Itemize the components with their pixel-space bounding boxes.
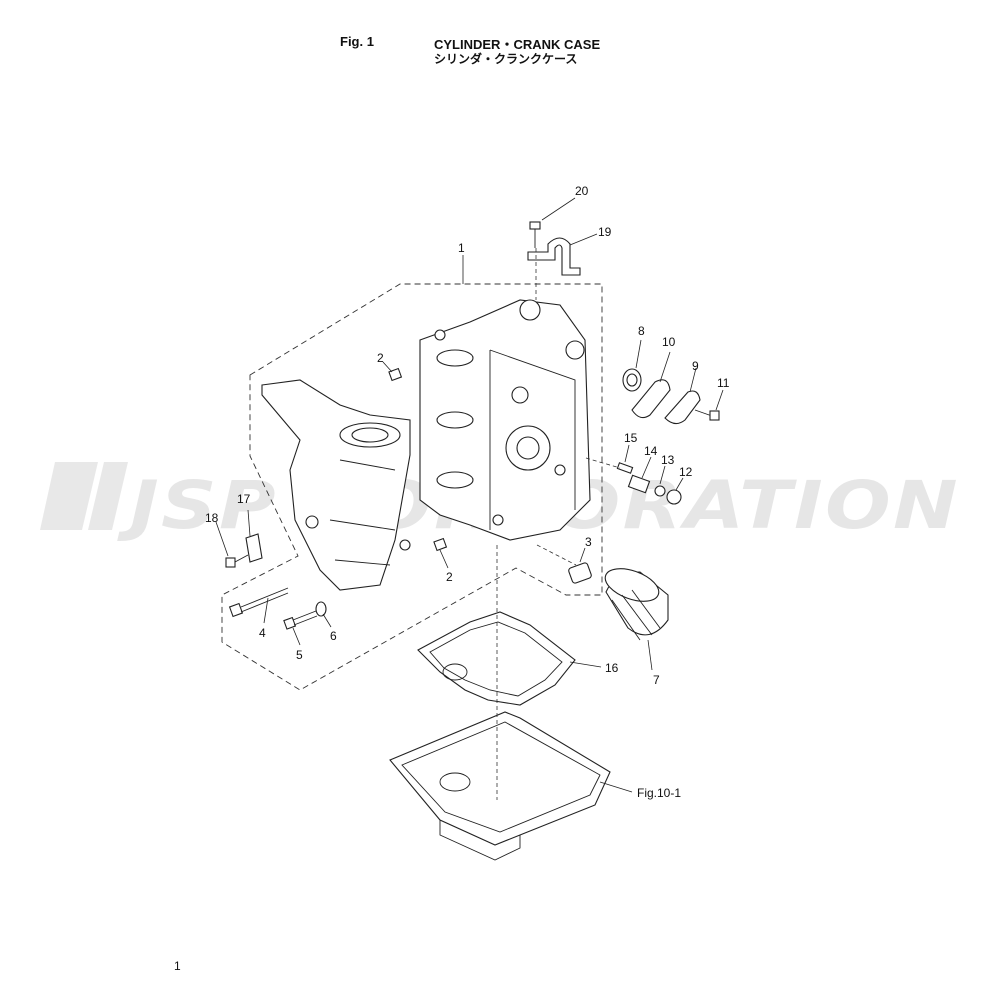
part-2-dowel-lower	[433, 537, 448, 552]
part-12-plug	[666, 489, 682, 505]
part-14-sleeve	[627, 474, 651, 494]
figure-title-japanese: シリンダ・クランクケース	[434, 52, 578, 66]
callout-14: 14	[644, 444, 658, 458]
part-17-bracket	[245, 533, 263, 563]
callout-15: 15	[624, 431, 638, 445]
part-11-bolt	[694, 409, 720, 421]
part-16-gasket	[417, 611, 576, 706]
crankcase-block	[419, 299, 591, 541]
figure-number: Fig. 1	[340, 34, 374, 49]
callout-18: 18	[205, 511, 219, 525]
alignment-line-part-3	[536, 544, 577, 566]
part-7-oil-filter	[604, 568, 669, 641]
part-10-gasket	[631, 379, 671, 419]
callout-8: 8	[638, 324, 645, 338]
part-9-cover	[664, 390, 701, 425]
reference-base-plate	[389, 711, 611, 861]
callout-16: 16	[605, 661, 619, 675]
assembly-boundary-dashed	[221, 283, 603, 691]
part-20-bolt	[529, 221, 541, 248]
callout-2-upper: 2	[377, 351, 384, 365]
part-18-bolt	[225, 554, 249, 568]
part-4-bolt	[228, 587, 289, 618]
leader-lines	[215, 197, 724, 793]
callout-12: 12	[679, 465, 693, 479]
callout-11: 11	[717, 376, 730, 390]
watermark-logo-bar-2	[88, 462, 128, 530]
watermark-logo-bar-1	[40, 462, 98, 530]
callout-7: 7	[653, 673, 660, 687]
part-15-pin	[616, 462, 634, 474]
callout-9: 9	[692, 359, 699, 373]
part-5-bolt	[283, 610, 318, 630]
callout-5: 5	[296, 648, 303, 662]
part-13-o-ring	[654, 485, 666, 497]
callout-17: 17	[237, 492, 251, 506]
callout-10: 10	[662, 335, 676, 349]
cylinder-side-cover	[261, 379, 411, 591]
part-6-washer	[315, 601, 327, 617]
reference-label: Fig.10-1	[637, 786, 681, 800]
callout-13: 13	[661, 453, 675, 467]
callout-2-lower: 2	[446, 570, 453, 584]
figure-title-english: CYLINDER・CRANK CASE	[434, 37, 601, 52]
alignment-line-part-15	[585, 457, 621, 469]
callout-20: 20	[575, 184, 589, 198]
callout-4: 4	[259, 626, 266, 640]
callout-1: 1	[458, 241, 465, 255]
page-number: 1	[174, 959, 181, 973]
callout-19: 19	[598, 225, 612, 239]
part-3-bushing	[568, 562, 592, 584]
callout-3: 3	[585, 535, 592, 549]
part-8-fitting	[622, 368, 642, 392]
part-19-clamp	[527, 237, 581, 276]
callout-6: 6	[330, 629, 337, 643]
